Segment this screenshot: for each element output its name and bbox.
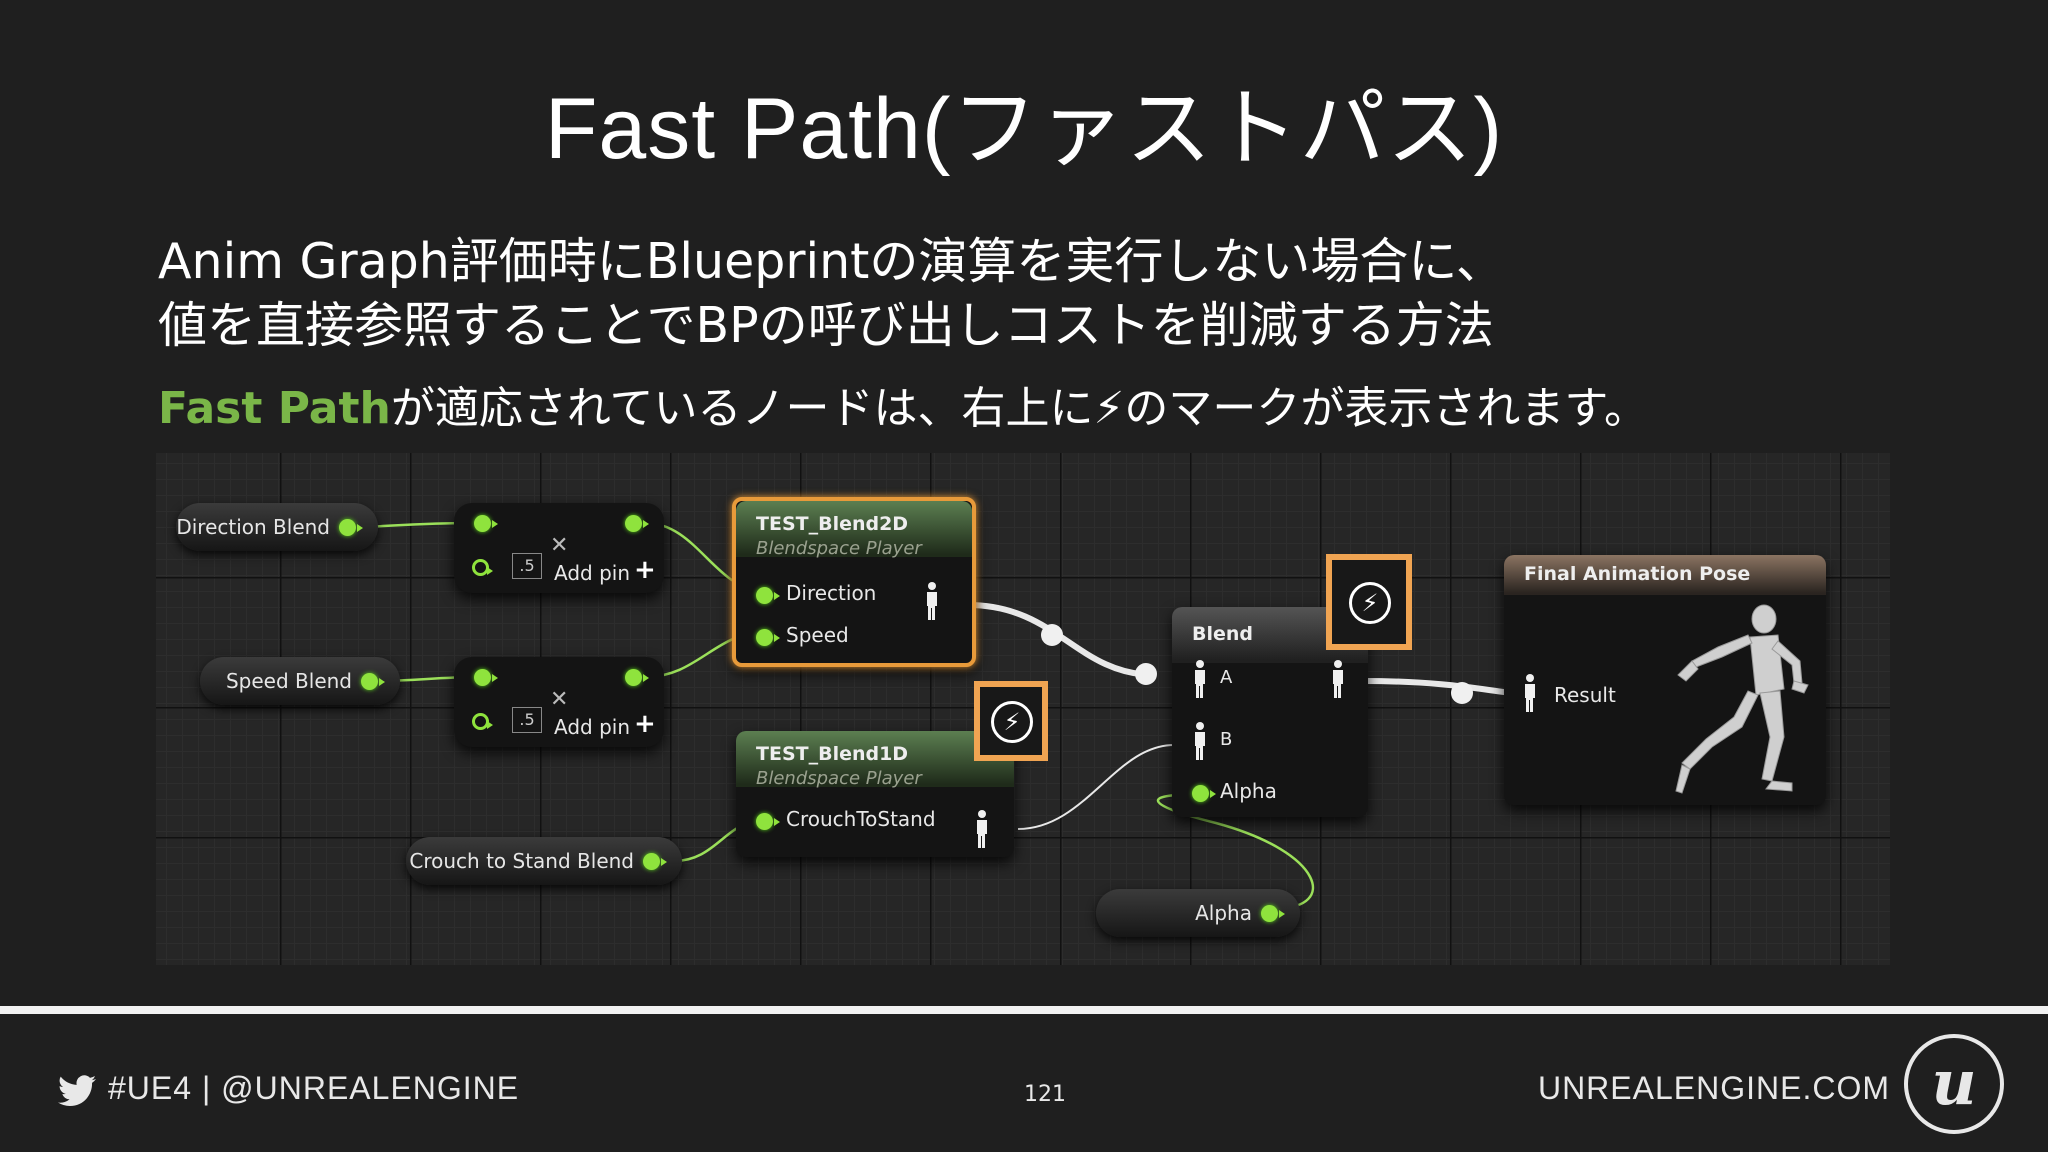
close-icon[interactable]: ✕: [550, 687, 569, 712]
input-pin[interactable]: [474, 515, 498, 532]
node-title: Final Animation Pose: [1524, 563, 1751, 585]
pin-label-crouch-to-stand: CrouchToStand: [786, 807, 936, 831]
lightning-bolt-icon: ⚡: [1349, 582, 1391, 624]
pin-label-b: B: [1220, 729, 1233, 750]
output-pin[interactable]: [625, 515, 649, 532]
add-pin-label[interactable]: Add pin: [554, 715, 631, 739]
variable-crouch-to-stand-blend[interactable]: Crouch to Stand Blend: [406, 837, 682, 885]
pose-output-icon[interactable]: [974, 809, 990, 849]
fast-path-note-text: が適応されているノードは、右上に⚡のマークが表示されます。: [390, 383, 1649, 434]
pin-label-direction: Direction: [786, 581, 877, 605]
node-title: TEST_Blend2D: [756, 513, 909, 535]
page-number: 121: [1024, 1082, 1066, 1107]
input-pin[interactable]: [474, 669, 498, 686]
output-pin[interactable]: [1261, 905, 1285, 922]
final-animation-pose-node[interactable]: Final Animation Pose Result: [1504, 555, 1826, 805]
variable-label: Direction Blend: [176, 515, 330, 539]
pose-input-icon-b[interactable]: [1192, 721, 1208, 761]
twitter-bird-icon: [58, 1074, 96, 1106]
node-subtitle: Blendspace Player: [756, 538, 922, 559]
add-node-2[interactable]: .5 ✕ Add pin +: [454, 657, 664, 747]
pin-label-a: A: [1220, 667, 1233, 688]
input-pin-direction[interactable]: [756, 587, 780, 604]
pose-wire-blend1d-to-blend: [1017, 743, 1177, 830]
blendspace-player-node-blend2d[interactable]: TEST_Blend2D Blendspace Player Direction…: [732, 497, 976, 667]
fast-path-note: Fast Pathが適応されているノードは、右上に⚡のマークが表示されます。: [158, 372, 1648, 436]
blend-node[interactable]: Blend A B Alpha: [1172, 607, 1368, 817]
output-pin[interactable]: [339, 519, 363, 536]
fast-path-marker-blend: ⚡: [1326, 554, 1412, 650]
wire-reroute-dot: [1135, 663, 1157, 685]
input-pin-speed[interactable]: [756, 629, 780, 646]
node-header: [736, 731, 1014, 787]
description-line-2: 値を直接参照することでBPの呼び出しコストを削減する方法: [158, 297, 1494, 354]
wire-reroute-dot: [1041, 624, 1063, 646]
output-pin[interactable]: [643, 853, 667, 870]
node-title: TEST_Blend1D: [756, 743, 909, 765]
pin-label-alpha: Alpha: [1220, 779, 1277, 803]
node-subtitle: Blendspace Player: [756, 768, 922, 789]
value-field[interactable]: .5: [512, 707, 542, 733]
unreal-engine-logo: u: [1904, 1034, 2004, 1134]
node-header: [736, 501, 972, 557]
variable-speed-blend[interactable]: Speed Blend: [200, 657, 400, 705]
node-header: [1504, 555, 1826, 595]
pin-label-result: Result: [1554, 683, 1616, 707]
input-pin-crouch-to-stand[interactable]: [756, 813, 780, 830]
variable-direction-blend[interactable]: Direction Blend: [176, 503, 378, 551]
graph-wires: [353, 521, 1517, 910]
variable-label: Speed Blend: [225, 669, 352, 693]
variable-alpha[interactable]: Alpha: [1096, 889, 1300, 937]
running-mannequin-icon: [1675, 604, 1809, 794]
anim-graph-panel[interactable]: Direction Blend Speed Blend Crouch to St…: [156, 453, 1890, 965]
footer-social-text: #UE4 | @UNREALENGINE: [108, 1070, 520, 1106]
pose-wire-blend-to-final: [1363, 678, 1517, 696]
variable-label: Crouch to Stand Blend: [409, 849, 634, 873]
node-title: Blend: [1192, 623, 1254, 645]
plus-icon[interactable]: +: [634, 555, 656, 585]
lightning-bolt-icon: ⚡: [991, 701, 1033, 743]
close-icon[interactable]: ✕: [550, 533, 569, 558]
plus-icon[interactable]: +: [634, 709, 656, 739]
input-pin-unconnected[interactable]: [472, 559, 493, 576]
input-pin-unconnected[interactable]: [472, 713, 493, 730]
pin-label-speed: Speed: [786, 623, 849, 647]
pose-input-icon-a[interactable]: [1192, 659, 1208, 699]
pose-wire-blend2d-to-blend: [967, 602, 1153, 678]
slide-title: Fast Path(ファストパス): [544, 81, 1504, 177]
footer-divider: [0, 1006, 2048, 1014]
pose-output-icon[interactable]: [924, 581, 940, 621]
output-pin[interactable]: [625, 669, 649, 686]
pose-output-icon[interactable]: [1330, 659, 1346, 699]
value-field[interactable]: .5: [512, 553, 542, 579]
wire-reroute-dot: [1451, 682, 1473, 704]
blendspace-player-node-blend1d[interactable]: TEST_Blend1D Blendspace Player CrouchToS…: [736, 731, 1014, 857]
description-line-1: Anim Graph評価時にBlueprintの演算を実行しない場合に、: [158, 233, 1505, 290]
variable-label: Alpha: [1195, 901, 1252, 925]
footer-social: #UE4 | @UNREALENGINE: [58, 1070, 519, 1107]
footer-website[interactable]: UNREALENGINE.COM: [1537, 1070, 1890, 1106]
fast-path-highlight: Fast Path: [158, 383, 391, 434]
add-node-1[interactable]: .5 ✕ Add pin +: [454, 503, 664, 593]
input-pin-alpha[interactable]: [1192, 785, 1216, 802]
pose-input-icon-result[interactable]: [1522, 673, 1538, 713]
fast-path-marker-blend1d: ⚡: [974, 681, 1048, 761]
output-pin[interactable]: [361, 673, 385, 690]
wire-alpha-to-blend: [1156, 793, 1315, 910]
add-pin-label[interactable]: Add pin: [554, 561, 631, 585]
